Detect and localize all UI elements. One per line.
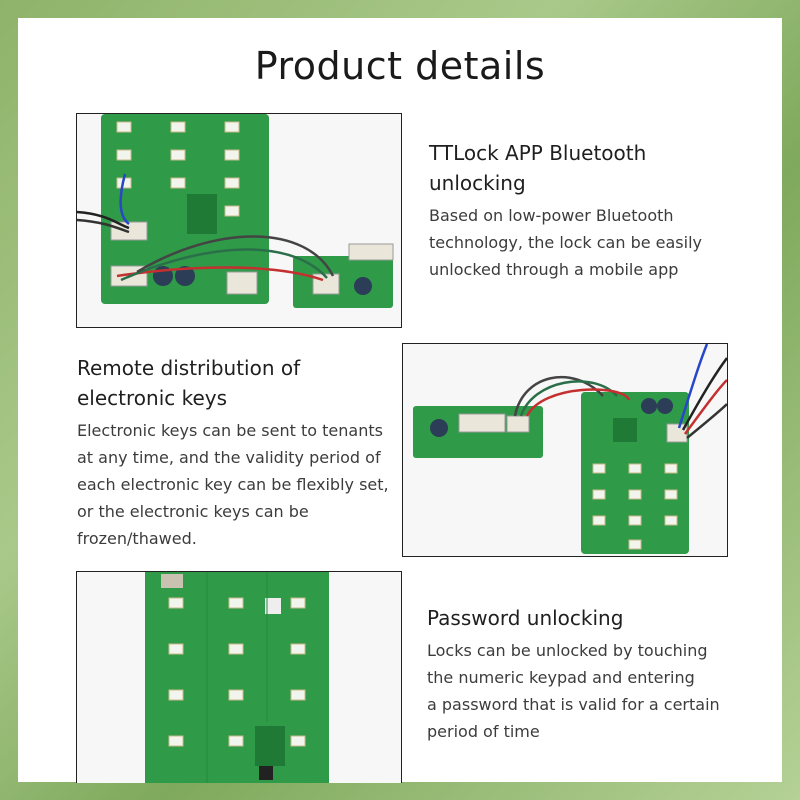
feature-password-heading: Password unlocking bbox=[427, 603, 767, 633]
feature-password-description: Locks can be unlocked by touching the nu… bbox=[427, 637, 767, 745]
pcb-boards-image bbox=[403, 344, 727, 556]
feature-remote-keys: Remote distribution of electronic keys E… bbox=[77, 353, 407, 552]
description-line: Locks can be unlocked by touching bbox=[427, 641, 708, 660]
pcb-photo-password bbox=[76, 571, 402, 783]
description-line: each electronic key can be flexibly set, bbox=[77, 475, 389, 494]
feature-bluetooth-description: Based on low-power Bluetooth technology,… bbox=[429, 202, 769, 283]
feature-bluetooth: TTLock APP Bluetooth unlocking Based on … bbox=[429, 138, 769, 283]
heading-line: Password unlocking bbox=[427, 606, 624, 630]
heading-line: Remote distribution of bbox=[77, 356, 301, 380]
feature-remote-keys-heading: Remote distribution of electronic keys bbox=[77, 353, 407, 413]
pcb-photo-bluetooth bbox=[76, 113, 402, 328]
pcb-photo-remote-keys bbox=[402, 343, 728, 557]
feature-remote-keys-description: Electronic keys can be sent to tenants a… bbox=[77, 417, 407, 552]
description-line: Electronic keys can be sent to tenants bbox=[77, 421, 383, 440]
description-line: the numeric keypad and entering bbox=[427, 668, 695, 687]
heading-line: TTLock APP Bluetooth bbox=[429, 141, 647, 165]
description-line: frozen/thawed. bbox=[77, 529, 197, 548]
heading-line: unlocking bbox=[429, 171, 526, 195]
pcb-boards-image bbox=[77, 114, 401, 327]
page-title: Product details bbox=[254, 44, 546, 88]
product-details-sheet: Product details bbox=[18, 18, 782, 783]
description-line: at any time, and the validity period of bbox=[77, 448, 381, 467]
description-line: Based on low-power Bluetooth bbox=[429, 206, 674, 225]
heading-line: electronic keys bbox=[77, 386, 228, 410]
description-line: technology, the lock can be easily bbox=[429, 233, 702, 252]
description-line: period of time bbox=[427, 722, 540, 741]
feature-password: Password unlocking Locks can be unlocked… bbox=[427, 603, 767, 745]
feature-bluetooth-heading: TTLock APP Bluetooth unlocking bbox=[429, 138, 769, 198]
pcb-keypad-image bbox=[77, 572, 401, 783]
description-line: unlocked through a mobile app bbox=[429, 260, 679, 279]
description-line: a password that is valid for a certain bbox=[427, 695, 720, 714]
description-line: or the electronic keys can be bbox=[77, 502, 309, 521]
